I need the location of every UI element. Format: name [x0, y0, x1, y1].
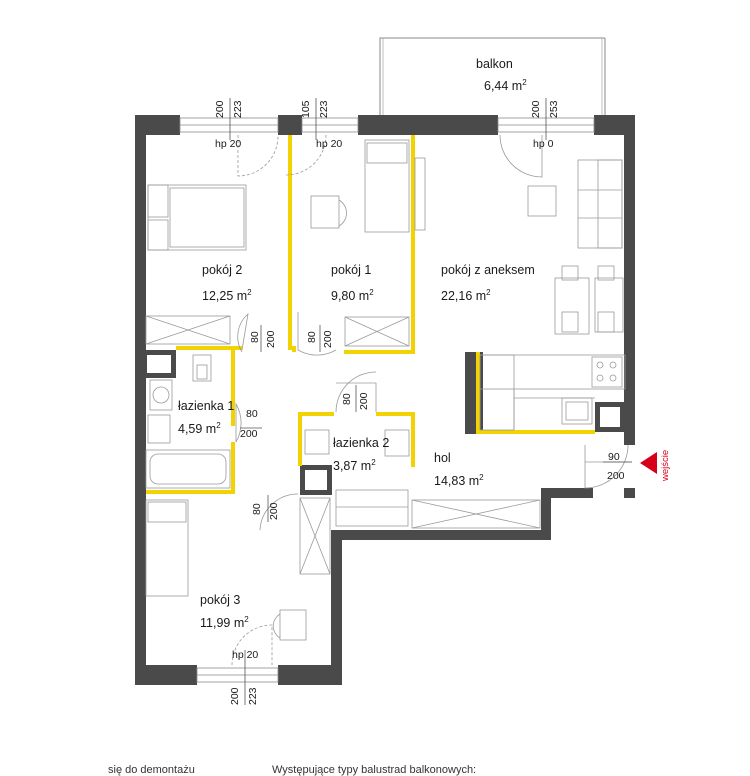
room-name-pokoj-1: pokój 1 — [331, 263, 372, 277]
window-2-width: 105 — [300, 100, 312, 118]
window-3-height: 253 — [548, 100, 560, 118]
room-area-pokoj-z-aneksem: 22,16 m2 — [441, 288, 491, 304]
door-pokoj-1-width: 80 — [306, 331, 318, 343]
entrance-arrow-icon — [640, 452, 657, 474]
window-4-sill: hp 20 — [232, 649, 259, 661]
room-name-lazienka-2: łazienka 2 — [333, 436, 390, 450]
room-name-pokoj-z-aneksem: pokój z aneksem — [441, 263, 535, 277]
window-1-width: 200 — [214, 100, 226, 118]
door-pokoj-2-height: 200 — [265, 330, 277, 348]
door-lazienka-1-width: 80 — [246, 408, 258, 420]
footer-note-right: Występujące typy balustrad balkonowych: — [272, 764, 477, 776]
room-name-lazienka-1: łazienka 1 — [178, 399, 235, 413]
window-4-height: 223 — [247, 687, 259, 705]
footer-note-left: się do demontażu — [108, 764, 195, 776]
room-area-pokoj-2: 12,25 m2 — [202, 288, 252, 304]
door-pokoj-3-width: 80 — [251, 503, 263, 515]
window-4-width: 200 — [229, 687, 241, 705]
room-area-pokoj-3: 11,99 m2 — [200, 615, 249, 631]
room-name-pokoj-2: pokój 2 — [202, 263, 243, 277]
room-name-balkon: balkon — [476, 57, 513, 71]
dimension-ticks — [229, 98, 632, 705]
room-area-lazienka-2: 3,87 m2 — [333, 458, 376, 474]
door-swings — [231, 134, 629, 666]
room-name-hol: hol — [434, 451, 451, 465]
window-3-sill: hp 0 — [533, 138, 554, 150]
room-area-balkon: 6,44 m2 — [484, 78, 527, 94]
balcony-outline — [379, 37, 606, 115]
window-3-width: 200 — [530, 100, 542, 118]
windows — [179, 117, 595, 683]
partition-walls — [146, 135, 595, 494]
door-pokoj-1-height: 200 — [322, 330, 334, 348]
door-entry-height: 200 — [607, 470, 625, 482]
room-area-lazienka-1: 4,59 m2 — [178, 421, 221, 437]
room-area-pokoj-1: 9,80 m2 — [331, 288, 374, 304]
door-lazienka-2-height: 200 — [358, 392, 370, 410]
door-pokoj-3-height: 200 — [268, 502, 280, 520]
room-name-pokoj-3: pokój 3 — [200, 593, 241, 607]
entrance-label: wejście — [660, 449, 671, 481]
door-pokoj-2-width: 80 — [249, 331, 261, 343]
furniture — [145, 139, 632, 641]
window-1-height: 223 — [232, 100, 244, 118]
window-2-height: 223 — [318, 100, 330, 118]
room-area-hol: 14,83 m2 — [434, 473, 484, 489]
door-lazienka-1-height: 200 — [240, 428, 258, 440]
window-2-sill: hp 20 — [316, 138, 343, 150]
window-1-sill: hp 20 — [215, 138, 242, 150]
door-entry-width: 90 — [608, 451, 620, 463]
door-lazienka-2-width: 80 — [341, 393, 353, 405]
shaft-interiors — [147, 355, 620, 490]
